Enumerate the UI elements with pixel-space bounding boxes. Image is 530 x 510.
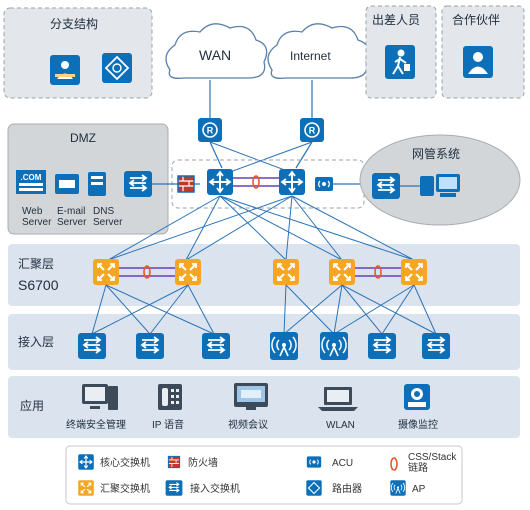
agg-switch-2-icon: [174, 258, 202, 286]
core-agg-links: [107, 195, 415, 261]
terminal-security-icon: [82, 384, 118, 410]
branch-router-icon: [102, 53, 132, 83]
internet-router-icon: [299, 117, 325, 143]
svg-text:.COM: .COM: [21, 173, 42, 182]
wan-router-icon: [197, 117, 223, 143]
access-switch-2-icon: [135, 332, 165, 360]
legend-access-switch-label: 接入交换机: [190, 482, 240, 495]
access-switch-1-icon: [77, 332, 107, 360]
core-switch-right-icon: [278, 168, 306, 196]
wan-label: WAN: [199, 47, 231, 63]
legend-ap-icon: [389, 479, 407, 497]
branch-title: 分支结构: [50, 16, 98, 31]
agg-switch-5-icon: [400, 258, 428, 286]
branch-user-icon: [50, 55, 80, 85]
legend-core-switch-icon: [77, 453, 95, 471]
web-server-icon: .COM: [16, 170, 46, 194]
legend-router-label: 路由器: [332, 482, 362, 495]
legend-firewall-label: 防火墙: [188, 456, 218, 469]
legend-core-switch-label: 核心交换机: [100, 456, 150, 469]
ip-phone-icon: [158, 384, 182, 410]
partner-title: 合作伙伴: [452, 12, 500, 27]
traveler-icon: [385, 45, 415, 79]
ap-1-icon: [269, 331, 299, 361]
wan-cloud: [165, 23, 268, 79]
access-switch-3-icon: [201, 332, 231, 360]
legend-acu-icon: [306, 455, 322, 469]
camera-monitor-icon: [404, 384, 430, 410]
internet-cloud: [267, 23, 370, 79]
core-switch-left-icon: [206, 168, 234, 196]
legend-acu-label: ACU: [332, 458, 353, 469]
aggregation-model: S6700: [18, 277, 59, 293]
legend-agg-switch-label: 汇聚交换机: [100, 482, 150, 495]
agg-access-links: [91, 284, 437, 335]
legend-access-switch-icon: [165, 479, 183, 497]
aggregation-panel: [8, 244, 520, 306]
dmz-access-switch-icon: [123, 170, 153, 198]
acu-icon: [314, 176, 334, 192]
app-label-terminal: 终端安全管理: [66, 418, 126, 431]
app-label-camera: 摄像监控: [398, 418, 438, 431]
netmgmt-switch-icon: [371, 172, 401, 200]
internet-label: Internet: [290, 49, 331, 63]
access-switch-5-icon: [421, 332, 451, 360]
partner-icon: [463, 46, 493, 78]
netmgmt-server-icon: [420, 174, 460, 197]
legend-agg-switch-icon: [77, 479, 95, 497]
access-switch-4-icon: [367, 332, 397, 360]
dns-server-icon: [88, 172, 106, 196]
access-title: 接入层: [18, 334, 54, 349]
legend-panel: [65, 445, 463, 505]
application-title: 应用: [20, 398, 44, 413]
agg-switch-3-icon: [272, 258, 300, 286]
netmgmt-title: 网管系统: [412, 146, 460, 161]
email-server-icon: [55, 174, 79, 194]
firewall-icon: [177, 175, 195, 193]
video-conference-icon: [234, 383, 268, 410]
aggregation-title: 汇聚层: [18, 257, 54, 271]
app-label-video: 视频会议: [228, 418, 268, 431]
dmz-title: DMZ: [70, 131, 96, 145]
legend-router-icon: [306, 480, 322, 496]
legend-firewall-icon: [167, 455, 181, 469]
wlan-laptop-icon: [318, 387, 358, 411]
travel-title: 出差人员: [372, 13, 420, 27]
app-label-ipphone: IP 语音: [152, 418, 184, 431]
agg-switch-1-icon: [92, 258, 120, 286]
agg-switch-4-icon: [328, 258, 356, 286]
app-label-wlan: WLAN: [326, 420, 355, 431]
ap-2-icon: [319, 331, 349, 361]
legend-ap-label: AP: [412, 484, 426, 495]
